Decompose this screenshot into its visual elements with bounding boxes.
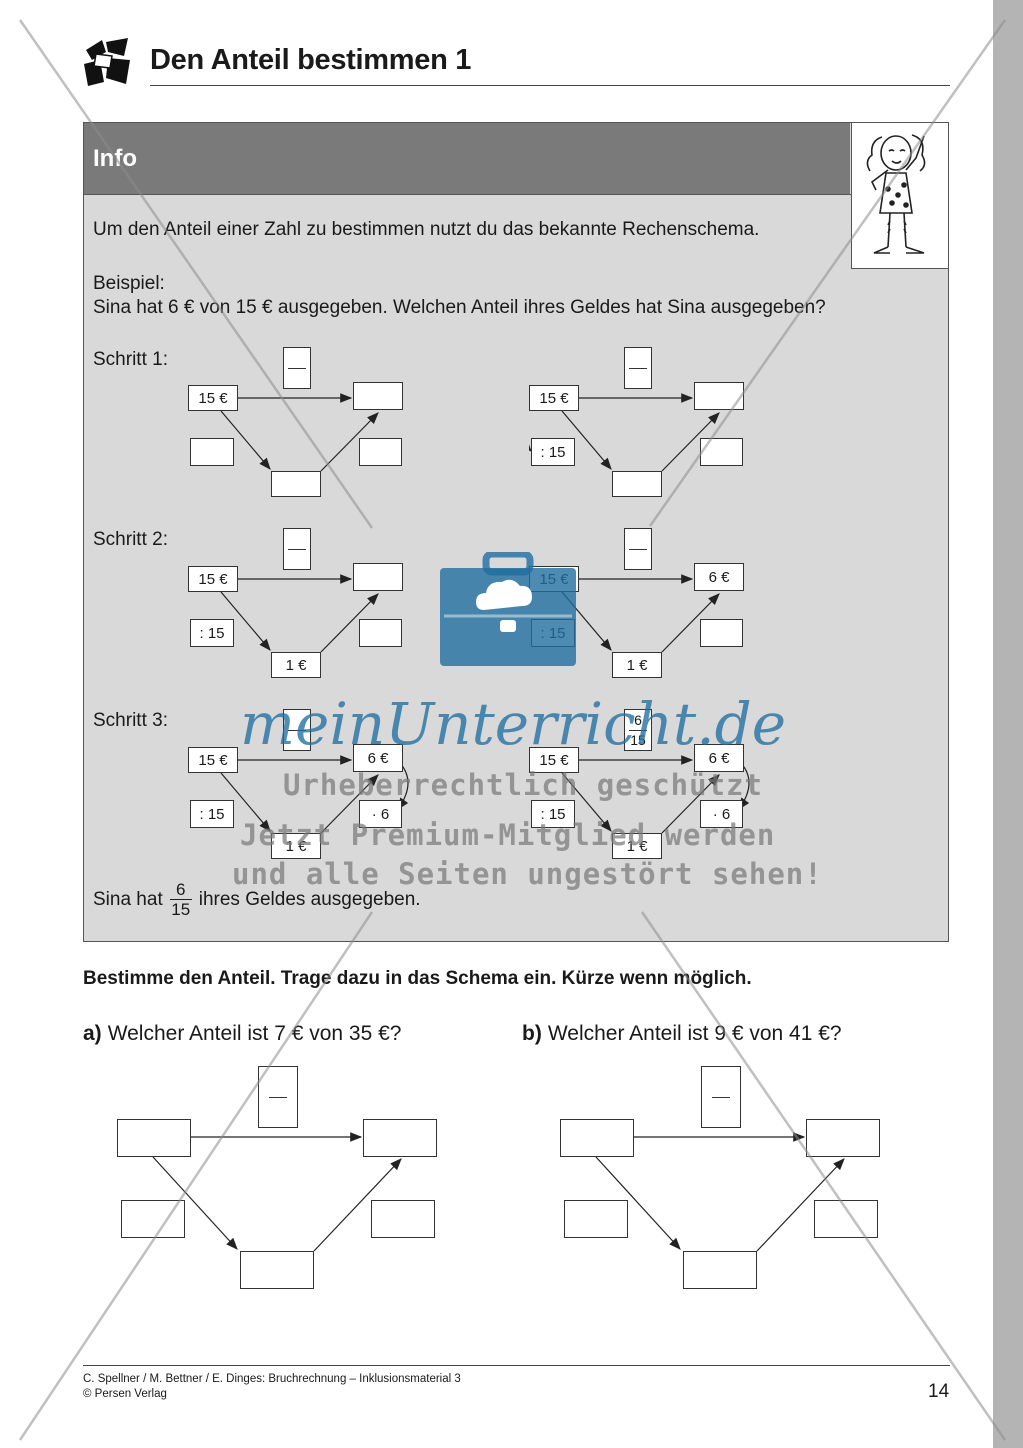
footer-line-1: C. Spellner / M. Bettner / E. Dinges: Br… <box>83 1373 461 1385</box>
answer-b-scheme-bottom-box[interactable] <box>683 1251 757 1289</box>
footer-credits: C. Spellner / M. Bettner / E. Dinges: Br… <box>83 1372 461 1402</box>
step1-scheme-right-fraction-line <box>629 367 647 369</box>
step1-scheme-left-fraction-line <box>288 367 306 369</box>
step3-scheme-right-top-right-box: 6 € <box>694 744 744 772</box>
step1-scheme-right-left-op-box: : 15 <box>531 438 575 466</box>
page-title: Den Anteil bestimmen 1 <box>150 44 472 76</box>
footer-line-2: © Persen Verlag <box>83 1388 167 1400</box>
step2-scheme-right-right-op-box <box>700 619 743 647</box>
step1-scheme-right-fraction-box <box>624 347 652 389</box>
step2-scheme-right-fraction-box <box>624 528 652 570</box>
title-divider <box>150 85 950 86</box>
step1-scheme-right-bottom-box <box>612 471 662 497</box>
scheme-arrows <box>220 574 379 653</box>
step3-scheme-right-fraction-numerator: 6 <box>634 711 642 728</box>
answer-b-scheme-left-op-box[interactable] <box>564 1200 628 1238</box>
step3-scheme-right-top-left-box: 15 € <box>529 747 579 773</box>
conclusion-suffix: ihres Geldes ausgegeben. <box>198 888 421 910</box>
girl-illustration <box>851 122 949 269</box>
step2-scheme-left-fraction-box <box>283 528 311 570</box>
answer-b-scheme-fraction-line <box>712 1096 730 1098</box>
step3-scheme-left-top-left-box: 15 € <box>188 747 238 773</box>
task-b-text: Welcher Anteil ist 9 € von 41 €? <box>547 1022 842 1045</box>
conclusion-prefix: Sina hat <box>93 888 163 910</box>
step1-scheme-left-right-op-box <box>359 438 402 466</box>
conclusion-denominator: 15 <box>171 900 191 919</box>
answer-b-scheme-fraction-box[interactable] <box>701 1066 741 1128</box>
step3-label: Schritt 3: <box>93 710 168 731</box>
step2-scheme-right-fraction-line <box>629 548 647 550</box>
scheme-arrows <box>152 1132 402 1252</box>
page-number: 14 <box>928 1381 950 1402</box>
example-text: Sina hat 6 € von 15 € ausgegeben. Welche… <box>93 297 826 318</box>
step1-scheme-left-top-left-box: 15 € <box>188 385 238 411</box>
page-side-bar <box>993 0 1023 1448</box>
info-header-divider <box>84 194 948 195</box>
answer-a-scheme-top-left-box[interactable] <box>117 1119 191 1157</box>
step2-scheme-right-bottom-box: 1 € <box>612 652 662 678</box>
step3-scheme-right-fraction-line <box>629 729 647 731</box>
answer-a-scheme-fraction-line <box>269 1096 287 1098</box>
step1-scheme-left-top-right-box <box>353 382 403 410</box>
scheme-arrows <box>220 393 379 472</box>
task-a-text: Welcher Anteil ist 7 € von 35 €? <box>107 1022 402 1045</box>
step1-label: Schritt 1: <box>93 349 168 370</box>
step3-scheme-right-fraction-denominator: 15 <box>630 731 646 748</box>
step2-scheme-left-left-op-box: : 15 <box>190 619 234 647</box>
example-label: Beispiel: <box>93 273 165 294</box>
task-b-label: b) <box>522 1022 542 1045</box>
step2-scheme-left-top-right-box <box>353 563 403 591</box>
footer-divider <box>83 1365 950 1366</box>
step2-label: Schritt 2: <box>93 529 168 550</box>
conclusion: Sina hat 6 15 ihres Geldes ausgegeben. <box>93 880 421 919</box>
puzzle-logo-icon <box>82 38 134 88</box>
step1-scheme-right-top-left-box: 15 € <box>529 385 579 411</box>
step2-scheme-left-right-op-box <box>359 619 402 647</box>
step3-scheme-left-left-op-box: : 15 <box>190 800 234 828</box>
step3-scheme-right-right-op-box: · 6 <box>700 800 743 828</box>
task-instruction: Bestimme den Anteil. Trage dazu in das S… <box>83 968 752 989</box>
step3-scheme-left-bottom-box: 1 € <box>271 833 321 859</box>
step2-scheme-left-top-left-box: 15 € <box>188 566 238 592</box>
info-header-bar <box>84 123 850 194</box>
answer-a-scheme-right-op-box[interactable] <box>371 1200 435 1238</box>
step2-scheme-right-top-right-box: 6 € <box>694 563 744 591</box>
step1-scheme-left-left-op-box <box>190 438 234 466</box>
step3-scheme-left-top-right-box: 6 € <box>353 744 403 772</box>
conclusion-numerator: 6 <box>176 880 186 899</box>
step3-scheme-right-left-op-box: : 15 <box>531 800 575 828</box>
step2-scheme-left-fraction-line <box>288 548 306 550</box>
task-a-question: a)Welcher Anteil ist 7 € von 35 €? <box>83 1022 401 1046</box>
answer-a-scheme-fraction-box[interactable] <box>258 1066 298 1128</box>
step2-scheme-left-bottom-box: 1 € <box>271 652 321 678</box>
step1-scheme-right-top-right-box <box>694 382 744 410</box>
answer-a-scheme-top-right-box[interactable] <box>363 1119 437 1157</box>
step1-scheme-left-bottom-box <box>271 471 321 497</box>
answer-b-scheme-right-op-box[interactable] <box>814 1200 878 1238</box>
step3-scheme-left-fraction-line <box>288 729 306 731</box>
step3-scheme-left-right-op-box: · 6 <box>359 800 402 828</box>
step3-scheme-left-fraction-box <box>283 709 311 751</box>
step1-scheme-left-fraction-box <box>283 347 311 389</box>
answer-b-scheme-top-left-box[interactable] <box>560 1119 634 1157</box>
info-intro-text: Um den Anteil einer Zahl zu bestimmen nu… <box>93 219 760 240</box>
scheme-arrows <box>595 1132 845 1252</box>
answer-a-scheme-bottom-box[interactable] <box>240 1251 314 1289</box>
conclusion-fraction: 6 15 <box>169 880 192 919</box>
answer-b-scheme-top-right-box[interactable] <box>806 1119 880 1157</box>
task-a-label: a) <box>83 1022 102 1045</box>
step3-scheme-right-bottom-box: 1 € <box>612 833 662 859</box>
task-b-question: b)Welcher Anteil ist 9 € von 41 €? <box>522 1022 842 1046</box>
